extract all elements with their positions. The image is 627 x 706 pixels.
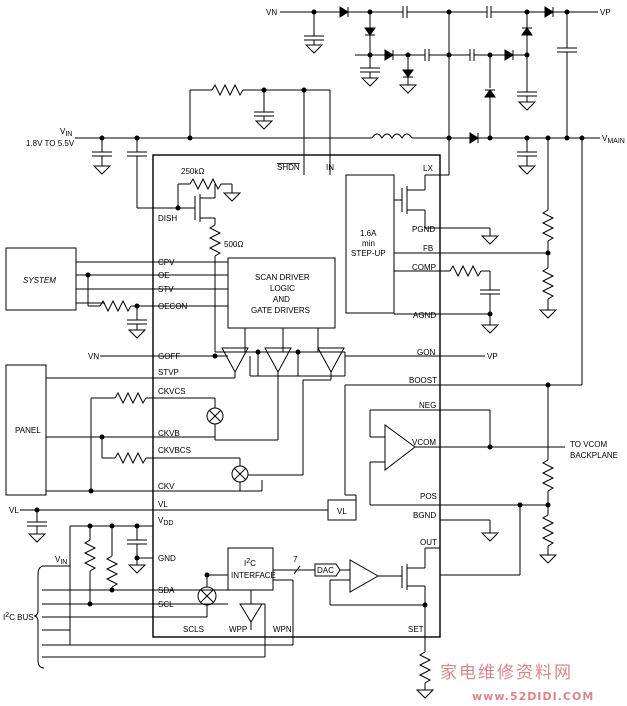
watermark-text: 家电维修资料网 bbox=[440, 663, 573, 683]
boost-pin-label: BOOST bbox=[409, 376, 437, 385]
cpv-pin-label: CPV bbox=[158, 258, 175, 267]
gate-buffers bbox=[100, 347, 485, 475]
scl-pin-label: SCL bbox=[158, 600, 174, 609]
vl-block bbox=[20, 494, 357, 543]
stepup-label-1: 1.6A bbox=[360, 229, 377, 238]
dac-label: DAC bbox=[317, 566, 334, 575]
oecon-pin-label: OECON bbox=[158, 302, 188, 311]
ic-outline bbox=[152, 154, 441, 638]
to-vcom-label-2: BACKPLANE bbox=[570, 451, 618, 460]
pos-pin-label: POS bbox=[420, 492, 437, 501]
vmain-label: VMAIN bbox=[602, 134, 625, 145]
system-block bbox=[5, 247, 153, 339]
comp-pin-label: COMP bbox=[412, 263, 436, 272]
r250-label: 250kΩ bbox=[181, 167, 204, 176]
bgnd-pin-label: BGND bbox=[413, 511, 436, 520]
scan-label-4: GATE DRIVERS bbox=[251, 306, 310, 315]
gon-pin-label: GON bbox=[417, 348, 435, 357]
r500-label: 500Ω bbox=[224, 240, 243, 249]
stepup-label-3: STEP-UP bbox=[351, 249, 386, 258]
panel-block bbox=[5, 364, 303, 496]
agnd-pin-label: AGND bbox=[413, 311, 436, 320]
stv-pin-label: STV bbox=[158, 285, 174, 294]
vp-right-label: VP bbox=[487, 352, 498, 361]
i2c-interface-label-1: I2C bbox=[244, 558, 256, 568]
vl-left-label: VL bbox=[9, 506, 19, 515]
wpn-pin-label: WPN bbox=[273, 625, 292, 634]
goff-pin-label: GOFF bbox=[158, 352, 180, 361]
vin2-label: VIN bbox=[55, 555, 67, 566]
scan-label-2: LOGIC bbox=[270, 284, 295, 293]
dish-circuit bbox=[153, 177, 242, 352]
ckvcs-pin-label: CKVCS bbox=[158, 387, 186, 396]
dish-pin-label: DISH bbox=[158, 214, 177, 223]
step-up-converter bbox=[345, 174, 551, 334]
ckvb-pin-label: CKVB bbox=[158, 429, 180, 438]
vin-range-label: 1.8V TO 5.5V bbox=[26, 139, 75, 148]
vn-left-label: VN bbox=[88, 352, 99, 361]
scan-label-3: AND bbox=[273, 295, 290, 304]
fb-pin-label: FB bbox=[423, 244, 433, 253]
scan-label-1: SCAN DRIVER bbox=[255, 273, 310, 282]
panel-label: PANEL bbox=[15, 426, 41, 435]
vdd-pin-label: VDD bbox=[158, 516, 173, 527]
vin-rail bbox=[75, 132, 600, 385]
watermark-url: www.52DIDI.COM bbox=[472, 690, 594, 703]
i2c-interface-label-2: INTERFACE bbox=[231, 571, 276, 580]
i2c-bus-label: I2C BUS bbox=[3, 612, 34, 622]
charge-pump-network bbox=[280, 6, 598, 175]
system-label: SYSTEM bbox=[23, 276, 56, 285]
stepup-label-2: min bbox=[362, 239, 375, 248]
shdn-pin-label: SHDN bbox=[277, 163, 300, 172]
set-pin-label: SET bbox=[408, 625, 424, 634]
vl-box-label: VL bbox=[337, 507, 347, 516]
in-pin-label: IN bbox=[326, 163, 334, 172]
vcom-section bbox=[344, 382, 582, 575]
shdn-network bbox=[187, 83, 331, 175]
vin-label: VIN bbox=[60, 127, 72, 138]
sda-pin-label: SDA bbox=[158, 586, 175, 595]
oe-pin-label: OE bbox=[158, 271, 170, 280]
out-pin-label: OUT bbox=[420, 538, 437, 547]
stvp-pin-label: STVP bbox=[158, 368, 179, 377]
vn-top-label: VN bbox=[266, 8, 277, 17]
scls-pin-label: SCLS bbox=[183, 625, 204, 634]
bus-width-label: 7 bbox=[293, 555, 298, 564]
lx-pin-label: LX bbox=[423, 164, 433, 173]
ckv-pin-label: CKV bbox=[158, 482, 175, 491]
gnd-pin-label: GND bbox=[158, 554, 176, 563]
neg-pin-label: NEG bbox=[419, 401, 436, 410]
wpp-pin-label: WPP bbox=[229, 625, 247, 634]
i2c-section bbox=[33, 523, 520, 699]
vcom-pin-label: VCOM bbox=[412, 438, 436, 447]
pgnd-pin-label: PGND bbox=[412, 225, 435, 234]
to-vcom-label-1: TO VCOM bbox=[570, 440, 608, 449]
ckvbcs-pin-label: CKVBCS bbox=[158, 446, 191, 455]
vl-pin-label: VL bbox=[158, 500, 168, 509]
vp-top-label: VP bbox=[600, 8, 611, 17]
